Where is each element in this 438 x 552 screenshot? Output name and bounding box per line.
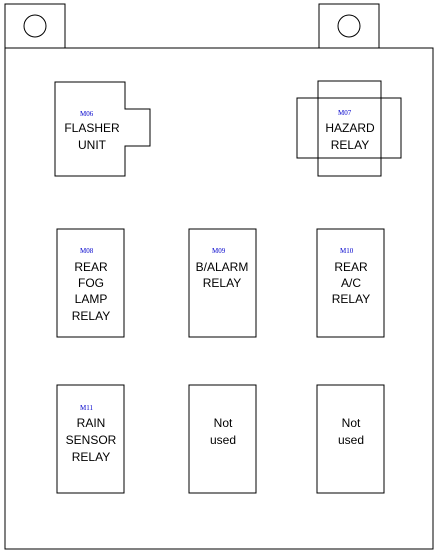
component-label-line: used [210, 433, 236, 447]
component-code: M09 [212, 247, 226, 255]
component-code: M11 [80, 404, 93, 412]
not-used-slot-2: Not used [316, 384, 385, 494]
component-label-line: B/ALARM [196, 260, 249, 274]
component-label-line: HAZARD [325, 121, 375, 135]
component-outline [316, 228, 385, 338]
component-label-line: RELAY [72, 450, 110, 464]
component-label-line: RELAY [331, 138, 369, 152]
component-label-line: Not [342, 416, 361, 430]
right-mounting-hole-icon [337, 14, 361, 38]
component-outline [316, 384, 385, 494]
component-label-line: RAIN [77, 416, 106, 430]
component-code: M08 [80, 247, 94, 255]
component-label-line: FOG [78, 276, 104, 290]
component-code: M07 [338, 109, 352, 117]
component-label-line: RELAY [203, 276, 241, 290]
b-alarm-relay-slot: M09 B/ALARM RELAY [188, 228, 257, 338]
component-outline [56, 384, 125, 494]
flasher-unit-slot: M06 FLASHER UNIT [54, 81, 151, 177]
left-mounting-hole-icon [23, 14, 47, 38]
component-label-line: RELAY [72, 309, 110, 323]
component-outline [56, 228, 125, 338]
not-used-slot-1: Not used [188, 384, 257, 494]
component-label-line: LAMP [75, 292, 108, 306]
component-code: M06 [80, 110, 94, 118]
rear-fog-lamp-relay-slot: M08 REAR FOG LAMP RELAY [56, 228, 125, 338]
component-label-line: used [338, 433, 364, 447]
hazard-relay-horizontal-outline [296, 97, 402, 159]
component-outline [188, 384, 257, 494]
hazard-relay-slot: M07 HAZARD RELAY [296, 80, 402, 177]
rear-ac-relay-slot: M10 REAR A/C RELAY [316, 228, 385, 338]
component-label-line: A/C [341, 276, 361, 290]
component-label-line: RELAY [332, 292, 370, 306]
component-label-line: Not [214, 416, 233, 430]
component-code: M10 [340, 247, 354, 255]
component-outline [188, 228, 257, 338]
rain-sensor-relay-slot: M11 RAIN SENSOR RELAY [56, 384, 125, 494]
component-label-line: REAR [74, 260, 108, 274]
component-label-line: SENSOR [66, 433, 117, 447]
hazard-relay-vertical-outline [317, 80, 382, 177]
component-label-line: UNIT [78, 138, 107, 152]
flasher-unit-outline [54, 81, 151, 177]
component-label-line: REAR [334, 260, 368, 274]
component-label-line: FLASHER [64, 121, 120, 135]
